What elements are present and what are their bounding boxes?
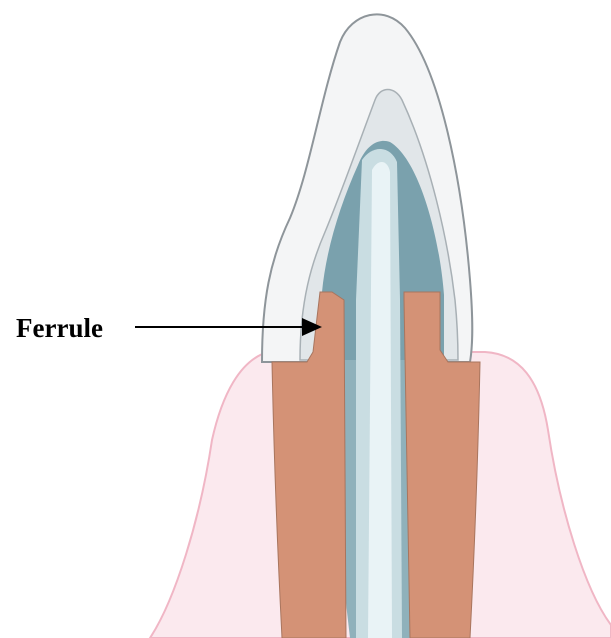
post-highlight [368, 162, 392, 638]
ferrule-label: Ferrule [16, 313, 103, 343]
